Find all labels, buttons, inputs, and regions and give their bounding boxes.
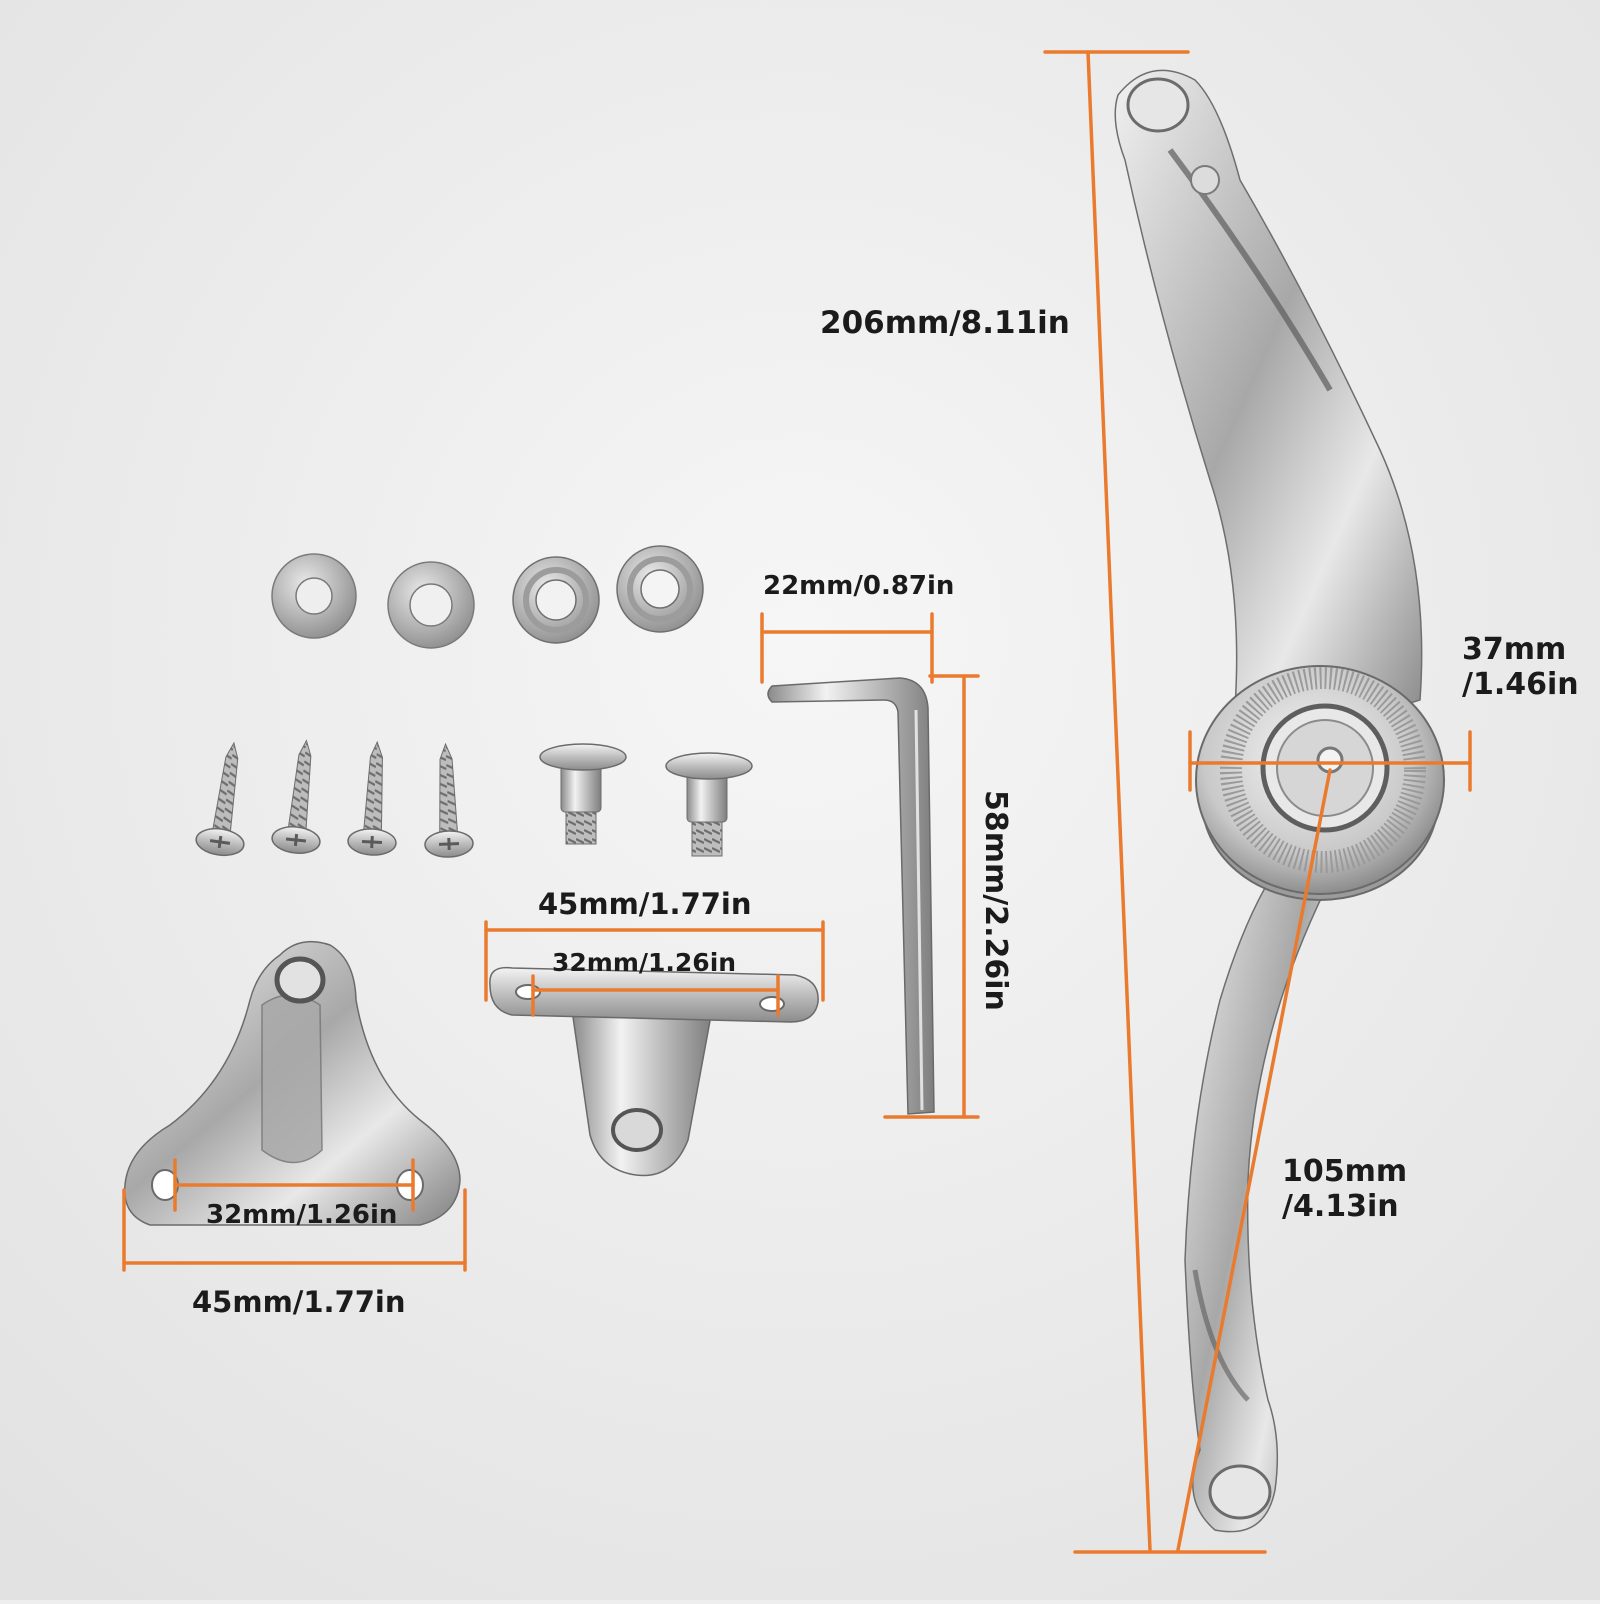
hex-key-height-label: 58mm/2.26in (978, 790, 1013, 1011)
hinge-diameter-label: 37mm /1.46in (1462, 632, 1579, 703)
washer-icon (616, 545, 704, 633)
washer-icon (271, 553, 357, 639)
arm-total-length-label: 206mm/8.11in (820, 305, 1070, 341)
plate-width-label: 45mm/1.77in (538, 887, 752, 921)
wood-screw-icon (195, 741, 245, 857)
stay-arm-icon (1114, 69, 1445, 1533)
hex-key-width-label: 22mm/0.87in (763, 571, 955, 601)
shoulder-bolt-icon (665, 752, 753, 857)
mounting-bracket-icon (123, 940, 461, 1226)
lower-arm-length-in: /4.13in (1282, 1189, 1399, 1225)
hex-key-icon (767, 677, 935, 1115)
hinge-diameter-in: /1.46in (1462, 667, 1579, 703)
wood-screw-icon (271, 739, 321, 854)
washer-icon (387, 561, 475, 649)
bracket-hole-spacing-label: 32mm/1.26in (206, 1200, 398, 1230)
wood-screw-icon (347, 740, 397, 856)
dimension-lines (122, 50, 1472, 1554)
lower-arm-length-label: 105mm /4.13in (1282, 1154, 1407, 1225)
plate-hole-spacing-label: 32mm/1.26in (552, 948, 737, 977)
wood-screw-icon (424, 742, 474, 858)
mounting-bracket-icon (489, 966, 819, 1177)
bracket-width-label: 45mm/1.77in (192, 1285, 406, 1319)
shoulder-bolt-icon (539, 743, 627, 845)
hinge-diameter-mm: 37mm (1462, 632, 1567, 667)
washer-icon (512, 556, 600, 644)
lower-arm-length-mm: 105mm (1282, 1154, 1408, 1189)
